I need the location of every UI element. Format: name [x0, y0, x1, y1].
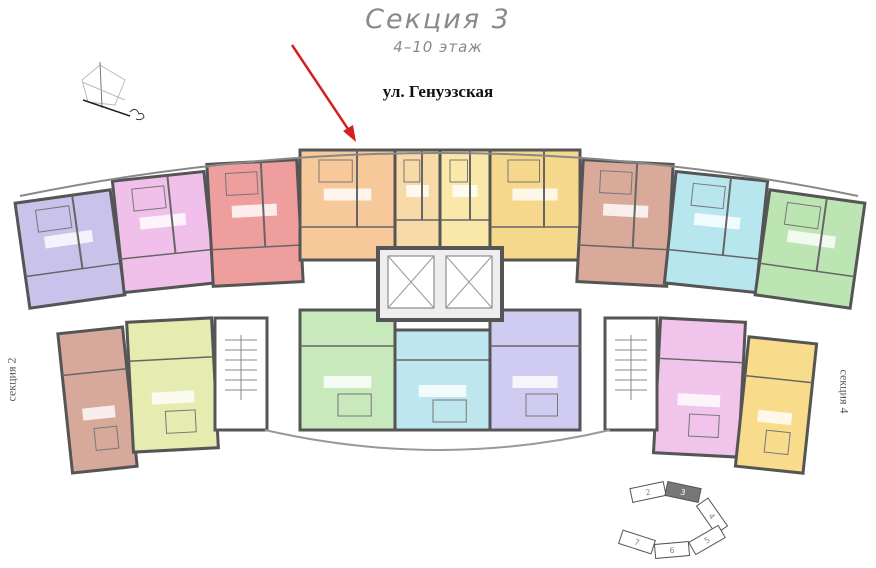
- area-label-box: [406, 185, 429, 197]
- bed-icon: [164, 409, 197, 434]
- bed-icon: [507, 159, 540, 183]
- section-title: Секция 3: [365, 4, 511, 35]
- area-label-box: [512, 376, 558, 388]
- area-label-box: [151, 390, 195, 405]
- bed-icon: [403, 159, 421, 183]
- apartment-upper[interactable]: [488, 148, 582, 262]
- bed-icon: [93, 425, 120, 451]
- apartment-lower[interactable]: [56, 325, 139, 475]
- key-plan-section: 4: [695, 497, 729, 535]
- area-label-box: [44, 229, 94, 249]
- apartment-lower[interactable]: [488, 308, 582, 432]
- pointer-arrow: [290, 44, 356, 142]
- street-name: ул. Генуэзская: [382, 82, 494, 101]
- elevator-core: [376, 246, 504, 322]
- apartment-lower[interactable]: [298, 308, 397, 432]
- area-label-box: [677, 393, 721, 408]
- apartment-lower[interactable]: [651, 316, 748, 459]
- key-plan-section-number: 5: [703, 535, 712, 545]
- area-label-box: [139, 212, 187, 230]
- area-label-box: [786, 229, 836, 249]
- key-plan-section-number: 3: [679, 488, 686, 498]
- bed-icon: [224, 171, 259, 196]
- area-label-box: [82, 405, 116, 421]
- apartment-lower[interactable]: [733, 335, 819, 475]
- key-plan-section: 2: [629, 481, 667, 503]
- apartment-upper[interactable]: [662, 169, 770, 295]
- bed-icon: [449, 159, 468, 183]
- apartment-upper[interactable]: [438, 148, 492, 252]
- key-plan-section-number: 7: [633, 537, 641, 547]
- key-plan-section: 7: [618, 529, 656, 555]
- area-label-box: [452, 185, 478, 197]
- compass-rose-icon: [81, 61, 145, 121]
- apartment-upper[interactable]: [753, 188, 867, 310]
- bed-icon: [763, 429, 791, 456]
- side-label-right: секция 4: [837, 369, 852, 414]
- apartment-upper[interactable]: [110, 169, 218, 295]
- area-label-box: [757, 409, 793, 426]
- apartment-upper[interactable]: [393, 148, 442, 252]
- bed-icon: [131, 185, 167, 212]
- bed-icon: [687, 413, 720, 439]
- apartment-upper[interactable]: [575, 158, 675, 288]
- key-plan: 2 3 4 5 6 7: [618, 481, 729, 559]
- key-plan-section: 6: [653, 541, 691, 559]
- area-label-box: [602, 203, 649, 218]
- inner-facade: [264, 429, 611, 451]
- bed-icon: [337, 393, 372, 417]
- key-plan-section-number: 4: [706, 512, 716, 521]
- area-label-box: [231, 203, 278, 218]
- apartment-lower[interactable]: [393, 328, 492, 432]
- area-label-box: [323, 376, 372, 388]
- side-label-left: секция 2: [4, 357, 19, 402]
- apartment-upper[interactable]: [298, 148, 397, 262]
- key-plan-section: 3: [664, 481, 702, 503]
- stairwell-left: [213, 316, 269, 432]
- outer-facade: [19, 152, 859, 197]
- key-plan-section-number: 2: [645, 488, 652, 498]
- bed-icon: [34, 205, 73, 233]
- area-label-box: [418, 385, 467, 397]
- lower-apartments: [56, 308, 819, 475]
- apartment-upper[interactable]: [205, 158, 305, 288]
- bed-icon: [690, 182, 726, 210]
- key-plan-section-number: 6: [669, 546, 675, 555]
- area-label-box: [693, 212, 741, 230]
- floor-range: 4–10 этаж: [393, 38, 483, 56]
- bed-icon: [525, 393, 558, 417]
- stairwell-right: [603, 316, 659, 432]
- upper-apartments: [13, 148, 867, 310]
- bed-icon: [599, 170, 633, 195]
- area-label-box: [512, 188, 558, 201]
- area-label-box: [323, 188, 372, 201]
- bed-icon: [318, 159, 353, 183]
- apartment-upper[interactable]: [13, 188, 127, 310]
- bed-icon: [783, 201, 822, 230]
- apartment-lower[interactable]: [125, 316, 220, 454]
- key-plan-section: 5: [688, 524, 726, 556]
- bed-icon: [432, 399, 467, 423]
